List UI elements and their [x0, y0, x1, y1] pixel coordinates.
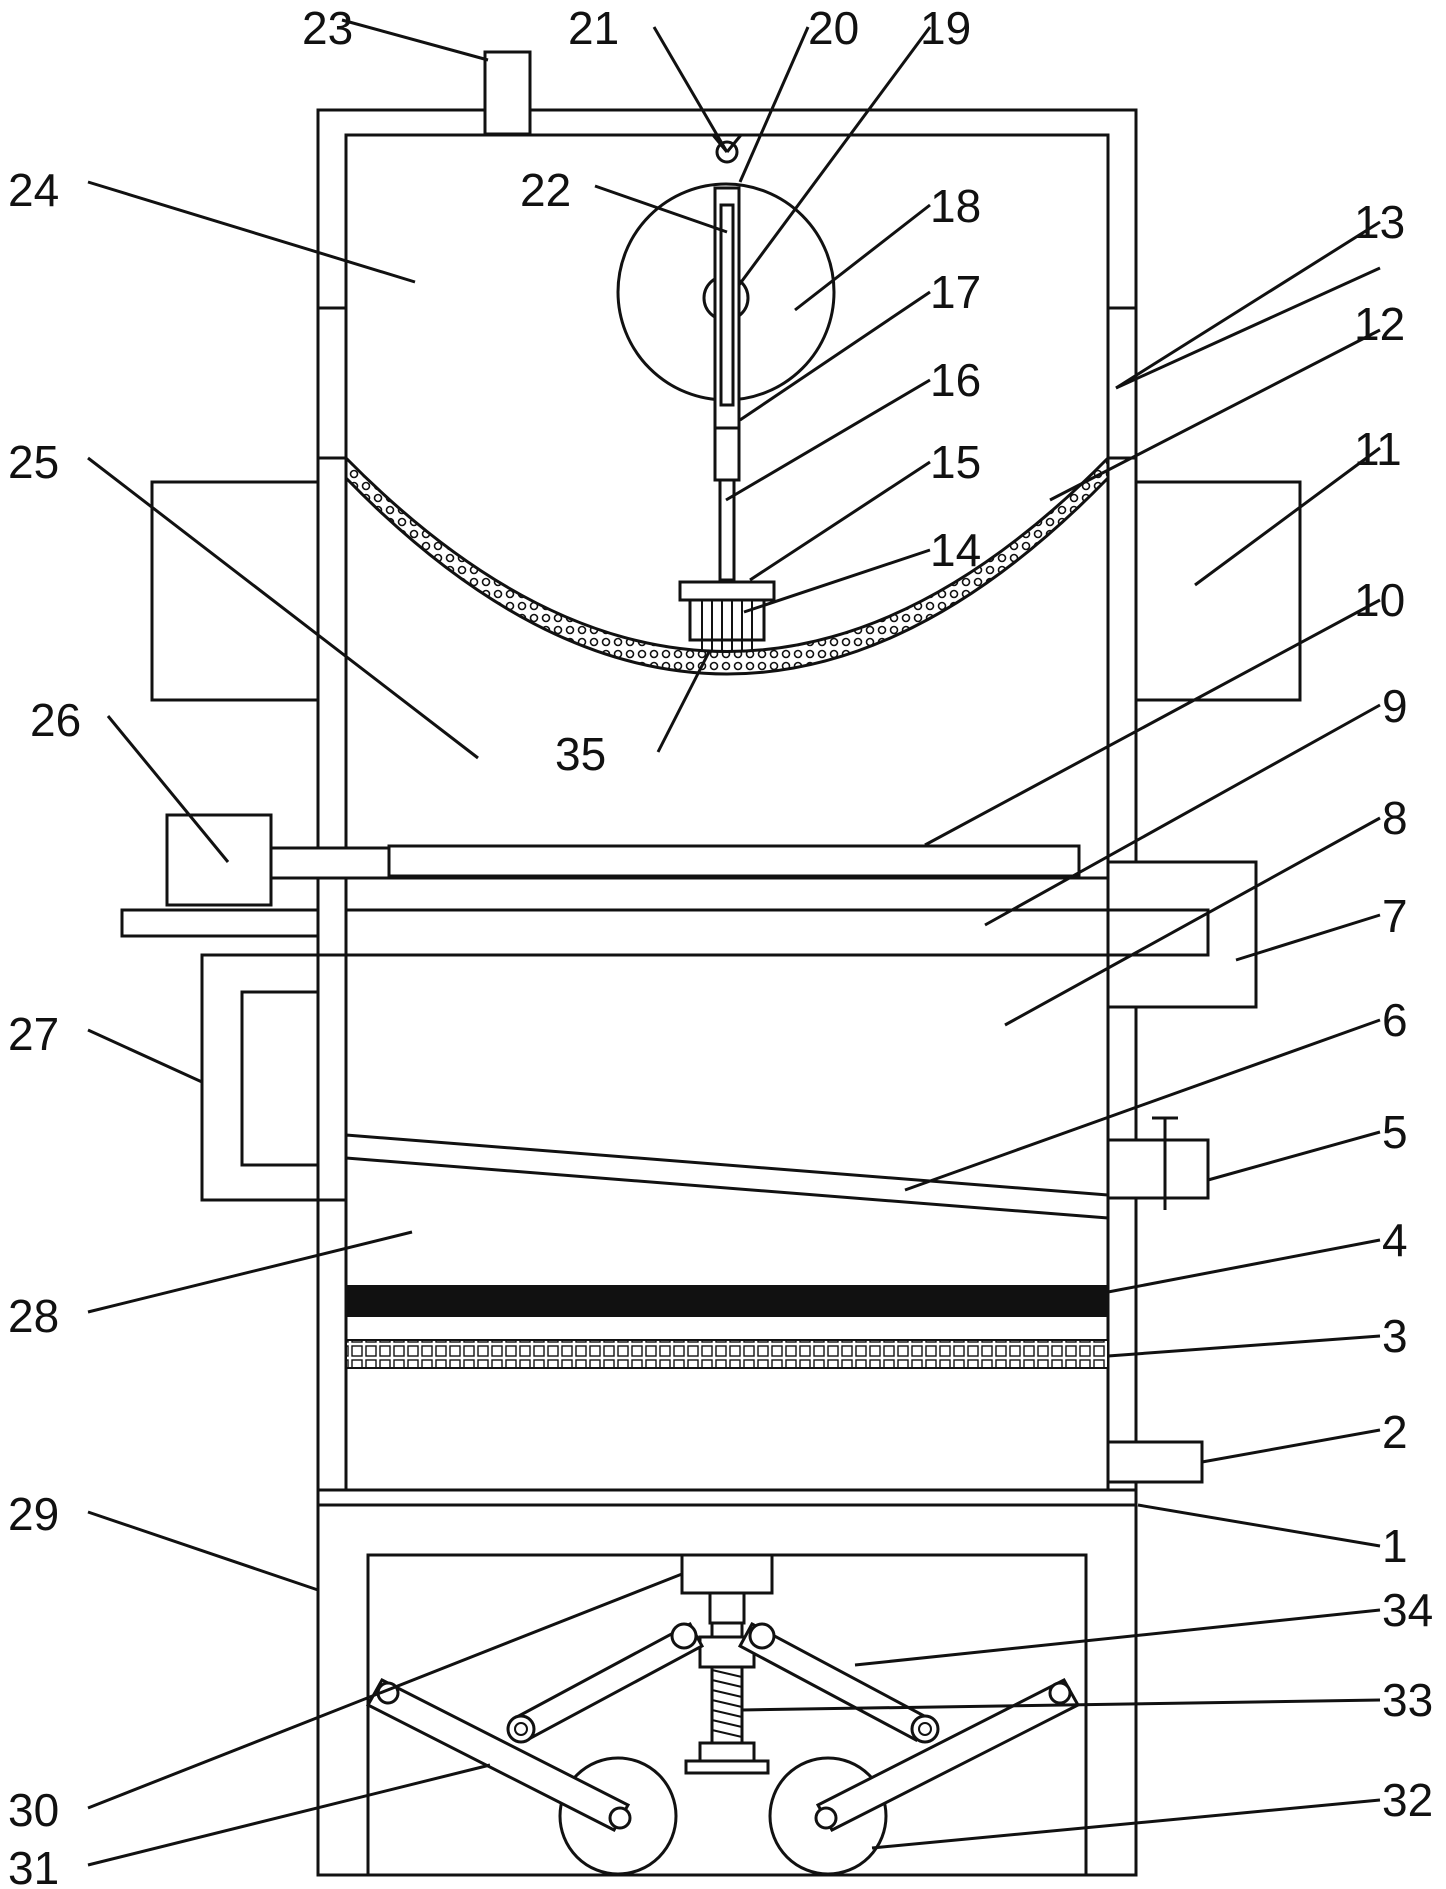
label-13: 13: [1354, 196, 1405, 248]
label-2: 2: [1382, 1406, 1408, 1458]
label-31: 31: [8, 1842, 59, 1889]
label-22: 22: [520, 164, 571, 216]
outlet-valve: [1106, 1116, 1210, 1210]
link-arms: [506, 1621, 940, 1744]
inclined-plate: [344, 1133, 1110, 1220]
lifting-motor: [680, 1553, 774, 1625]
pusher-motor: [120, 813, 391, 938]
label-7: 7: [1382, 890, 1408, 942]
label-18: 18: [930, 180, 981, 232]
inlet-pipe: [483, 50, 532, 136]
label-25: 25: [8, 436, 59, 488]
label-28: 28: [8, 1290, 59, 1342]
return-pipe: [200, 953, 346, 1202]
label-24: 24: [8, 164, 59, 216]
label-29: 29: [8, 1488, 59, 1540]
label-33: 33: [1382, 1674, 1433, 1726]
swing-arms: [365, 1678, 1081, 1832]
curved-screen: [344, 454, 1110, 676]
label-26: 26: [30, 694, 81, 746]
label-30: 30: [8, 1784, 59, 1836]
sliding-plate: [346, 844, 1208, 957]
label-9: 9: [1382, 680, 1408, 732]
side-motor-boxes: [150, 480, 1302, 702]
label-35: 35: [555, 728, 606, 780]
label-12: 12: [1354, 298, 1405, 350]
label-15: 15: [930, 436, 981, 488]
label-21: 21: [568, 2, 619, 54]
label-20: 20: [808, 2, 859, 54]
label-10: 10: [1354, 574, 1405, 626]
label-23: 23: [302, 2, 353, 54]
label-34: 34: [1382, 1584, 1433, 1636]
label-3: 3: [1382, 1310, 1408, 1362]
label-16: 16: [930, 354, 981, 406]
right-guide-box: [1106, 860, 1258, 1009]
label-4: 4: [1382, 1214, 1408, 1266]
filter-layers: [345, 1285, 1109, 1369]
label-6: 6: [1382, 994, 1408, 1046]
label-32: 32: [1382, 1774, 1433, 1826]
label-14: 14: [930, 524, 981, 576]
label-1: 1: [1382, 1520, 1408, 1572]
label-27: 27: [8, 1008, 59, 1060]
label-8: 8: [1382, 792, 1408, 844]
label-5: 5: [1382, 1106, 1408, 1158]
screw-rod: [684, 1621, 770, 1775]
label-19: 19: [920, 2, 971, 54]
leader-lines: [87, 18, 1381, 1867]
label-17: 17: [930, 266, 981, 318]
label-11: 11: [1354, 423, 1402, 475]
part-labels: 1 2 3 4 5 6 7 8 9 10 11 12 13 14 15 16 1…: [8, 2, 1433, 1889]
drain-outlet: [1106, 1440, 1204, 1484]
